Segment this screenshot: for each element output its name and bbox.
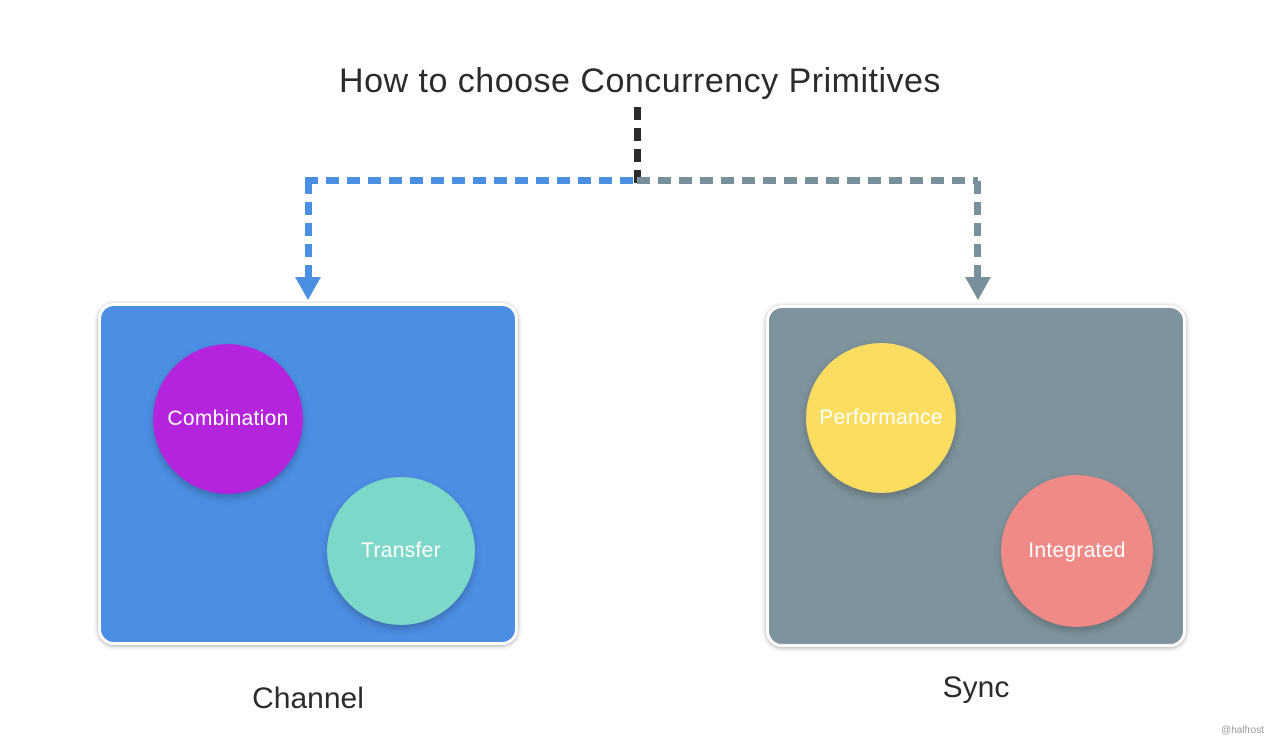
sync-connector-vertical-line [974, 181, 981, 278]
integrated-circle: Integrated [1001, 475, 1153, 627]
combination-circle: Combination [153, 344, 303, 494]
channel-group-label: Channel [252, 682, 364, 715]
channel-group-box: Combination Transfer [98, 303, 518, 645]
watermark: @halfrost [1221, 725, 1264, 736]
channel-connector-horizontal-line [305, 177, 637, 184]
diagram-title: How to choose Concurrency Primitives [339, 62, 941, 100]
sync-group-box: Performance Integrated [766, 305, 1186, 647]
root-connector-vertical-line [634, 107, 641, 185]
performance-circle-label: Performance [819, 406, 943, 429]
combination-circle-label: Combination [167, 407, 289, 430]
transfer-circle-label: Transfer [361, 539, 441, 562]
sync-connector-horizontal-line [637, 177, 978, 184]
performance-circle: Performance [806, 343, 956, 493]
transfer-circle: Transfer [327, 477, 475, 625]
sync-group-label: Sync [942, 671, 1010, 704]
channel-connector-vertical-line [305, 181, 312, 278]
integrated-circle-label: Integrated [1028, 539, 1126, 562]
channel-arrowhead-icon [295, 277, 321, 300]
sync-arrowhead-icon [965, 277, 991, 300]
